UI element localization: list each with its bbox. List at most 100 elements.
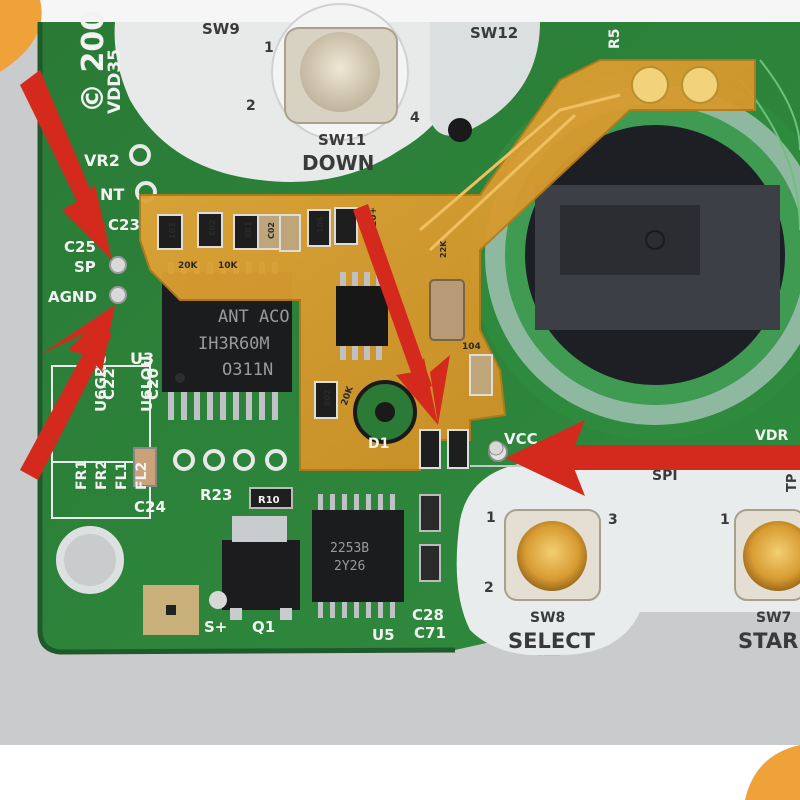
silk-select: SELECT	[508, 629, 596, 653]
q1-leg-right	[280, 608, 292, 620]
silk-s-plus: S+	[204, 618, 227, 636]
silk-pin3: 3	[608, 512, 618, 528]
silk-c22: C22	[100, 368, 118, 400]
dpad-right-membrane	[430, 22, 540, 136]
silk-pin4: 4	[410, 110, 420, 126]
flex-label-20k: 20K	[178, 261, 199, 271]
flex-trace-1	[419, 93, 621, 232]
flex-trace-2	[428, 113, 577, 252]
flex-res-e02	[197, 212, 223, 248]
silk-c71: C71	[414, 624, 446, 642]
mount-hole-top	[448, 118, 472, 142]
u5-chip	[312, 510, 404, 602]
r10-label: R10	[258, 495, 280, 506]
silk-pin2-top: 2	[246, 98, 256, 114]
silk-pin2-select: 2	[484, 580, 494, 596]
silk-pin1-select: 1	[486, 510, 496, 526]
flex-label-102: 102	[168, 222, 177, 239]
u3-pins-bottom	[168, 392, 278, 420]
arrow-top-left	[20, 70, 112, 260]
board-edge-shadow	[37, 22, 456, 655]
u3-marking-1: ANT ACO	[218, 307, 290, 327]
bottom-strip	[0, 745, 800, 800]
vdd35-pad	[129, 144, 151, 166]
r10-resistor	[249, 487, 293, 509]
flex-label-10k: 10K	[218, 261, 239, 271]
s-plus-pad	[209, 591, 227, 609]
silk-c24: C24	[134, 498, 166, 516]
flex-solder-joint[interactable]	[488, 440, 504, 456]
flex-res-106	[307, 209, 331, 247]
sw8-button-cap[interactable]	[517, 521, 587, 591]
silk-fl1: FL1	[114, 462, 130, 490]
flex-label-e01: E01	[244, 221, 253, 238]
corner-orange-bottom-right	[745, 745, 800, 800]
flex-large-cap	[429, 279, 465, 341]
sw11-button-cap[interactable]	[300, 32, 380, 112]
flex-cap-1	[279, 214, 301, 252]
silk-down: DOWN	[302, 151, 374, 175]
flex-ic	[336, 286, 388, 346]
arrow-bottom-left	[20, 305, 115, 480]
flex-contact-1	[631, 66, 669, 104]
silk-q1: Q1	[252, 618, 275, 636]
top-strip	[0, 0, 800, 22]
silk-u3: U3	[130, 349, 154, 368]
silk-agnd: AGND	[48, 288, 97, 306]
silk-u5: U5	[372, 626, 395, 644]
u3-marking-3: O311N	[222, 360, 273, 380]
silk-spi: SPI	[652, 468, 678, 484]
silk-r23: R23	[200, 486, 232, 504]
silk-sp: SP	[74, 258, 96, 276]
silk-vdd35: VDD35	[105, 49, 125, 114]
flex-pcb	[139, 59, 756, 471]
silk-vdr: VDR	[755, 428, 788, 444]
flex-res-bottom-2	[447, 429, 469, 469]
speaker-mount-hole	[645, 230, 665, 250]
c71-capacitor	[419, 544, 441, 582]
u3-pin1-marker	[175, 373, 185, 383]
silk-sw8: SW8	[530, 610, 565, 626]
agnd-pad[interactable]	[109, 286, 127, 304]
u5-marking-1: 2253B	[330, 541, 369, 556]
silk-nt: NT	[100, 185, 124, 204]
silk-pin1-top: 1	[264, 40, 274, 56]
flex-res-102	[157, 214, 183, 250]
silk-c23: C23	[108, 216, 140, 234]
flex-label-104: 104	[462, 342, 481, 352]
mount-hole-bottom-left	[56, 526, 124, 594]
u5-marking-2: 2Y26	[334, 559, 365, 574]
silk-fr1: FR1	[74, 460, 90, 490]
silk-d1: D1	[368, 436, 389, 452]
q1-tab	[232, 516, 287, 542]
flex-contact-2	[681, 66, 719, 104]
c28-capacitor	[419, 494, 441, 532]
silk-tp: TP	[785, 474, 800, 492]
arrow-center	[353, 204, 450, 425]
silk-vcc: VCC	[504, 430, 538, 448]
silk-pin1-start: 1	[720, 512, 730, 528]
silk-start: STAR	[738, 629, 798, 653]
sw7-button-cap[interactable]	[743, 521, 800, 591]
sp-pad[interactable]	[109, 256, 127, 274]
silk-fl2: FL2	[134, 462, 150, 490]
speaker-slot	[560, 205, 700, 275]
silk-r5: R5	[607, 28, 623, 49]
flex-res-10plus	[334, 207, 358, 245]
flex-label-c02: C02	[267, 222, 276, 239]
via-row	[173, 449, 287, 471]
c24-capacitor	[133, 447, 157, 487]
flex-label-e02: E02	[208, 219, 217, 236]
silk-copyright: © 200	[76, 10, 111, 113]
silk-c20: C20	[144, 368, 162, 400]
flex-label-10plus: 10+	[369, 207, 379, 227]
silk-c28: C28	[412, 606, 444, 624]
d1-center	[375, 402, 395, 422]
flex-res-e02b	[314, 381, 338, 419]
silk-u6gr: U6GRO	[92, 353, 110, 412]
arrow-right	[505, 420, 800, 496]
flex-label-e02b: E02	[323, 389, 332, 406]
silk-fr2: FR2	[94, 460, 110, 490]
flex-label-106: 106	[316, 216, 325, 233]
